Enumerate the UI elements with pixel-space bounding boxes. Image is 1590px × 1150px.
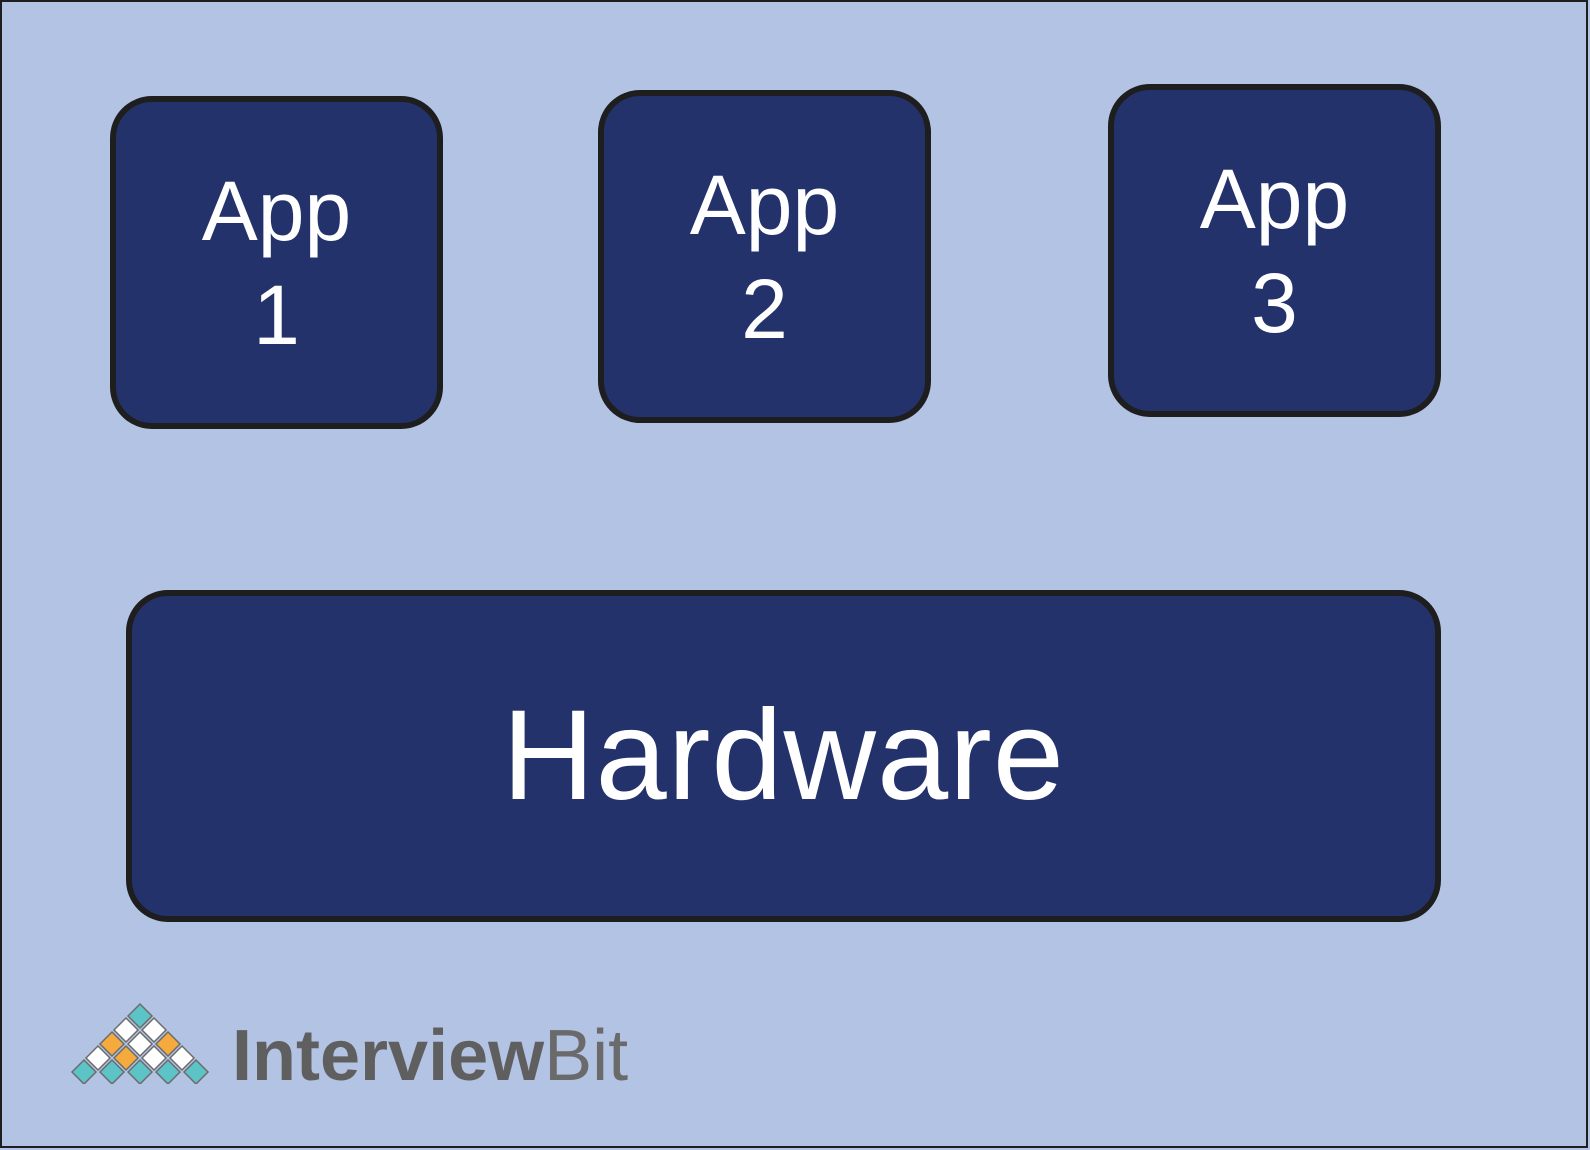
brand-name-part1: Interview (232, 1016, 545, 1096)
hardware-box: Hardware (126, 590, 1441, 922)
app-1-label: App (201, 163, 352, 258)
app-2-number: 2 (741, 261, 788, 356)
interviewbit-logo-icon (70, 1002, 210, 1084)
app-3-number: 3 (1251, 255, 1298, 350)
interviewbit-wordmark: InterviewBit (232, 1016, 628, 1096)
app-1-number: 1 (253, 267, 300, 362)
app-2-box: App 2 (598, 90, 931, 423)
app-1-box: App 1 (110, 96, 443, 429)
app-2-label: App (689, 157, 840, 252)
app-3-label: App (1199, 151, 1350, 246)
hardware-label: Hardware (502, 684, 1065, 827)
app-3-box: App 3 (1108, 84, 1441, 417)
brand-name-part2: Bit (544, 1016, 629, 1096)
